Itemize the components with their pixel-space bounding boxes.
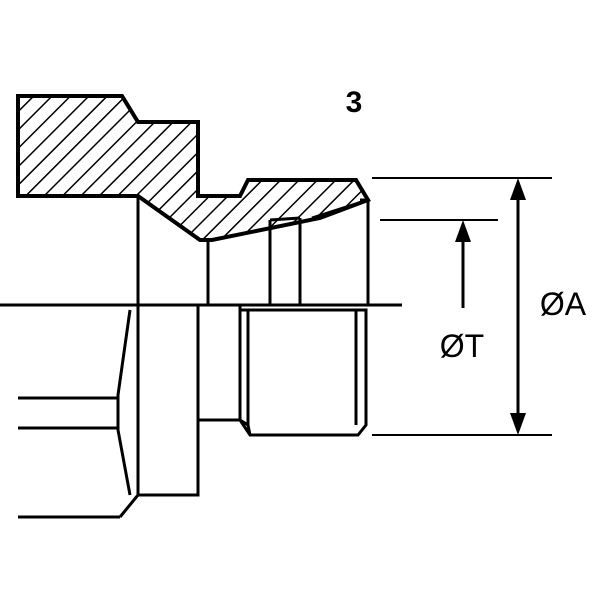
chamfer-lower (116, 309, 132, 496)
tube-edge (118, 494, 140, 518)
nut-face-lower (136, 305, 200, 497)
dimension-label-thread: ØT (440, 328, 484, 364)
view-label: 3 (346, 86, 363, 119)
arrow-T-top (455, 220, 471, 242)
arrow-A-bottom (510, 413, 526, 435)
counterbore-upper (268, 198, 370, 305)
dimension-label-outer: ØA (540, 286, 587, 322)
cone-profile (136, 194, 210, 305)
thread-body (238, 308, 368, 437)
thread-stud (196, 305, 242, 422)
arrow-A-top (510, 178, 526, 200)
